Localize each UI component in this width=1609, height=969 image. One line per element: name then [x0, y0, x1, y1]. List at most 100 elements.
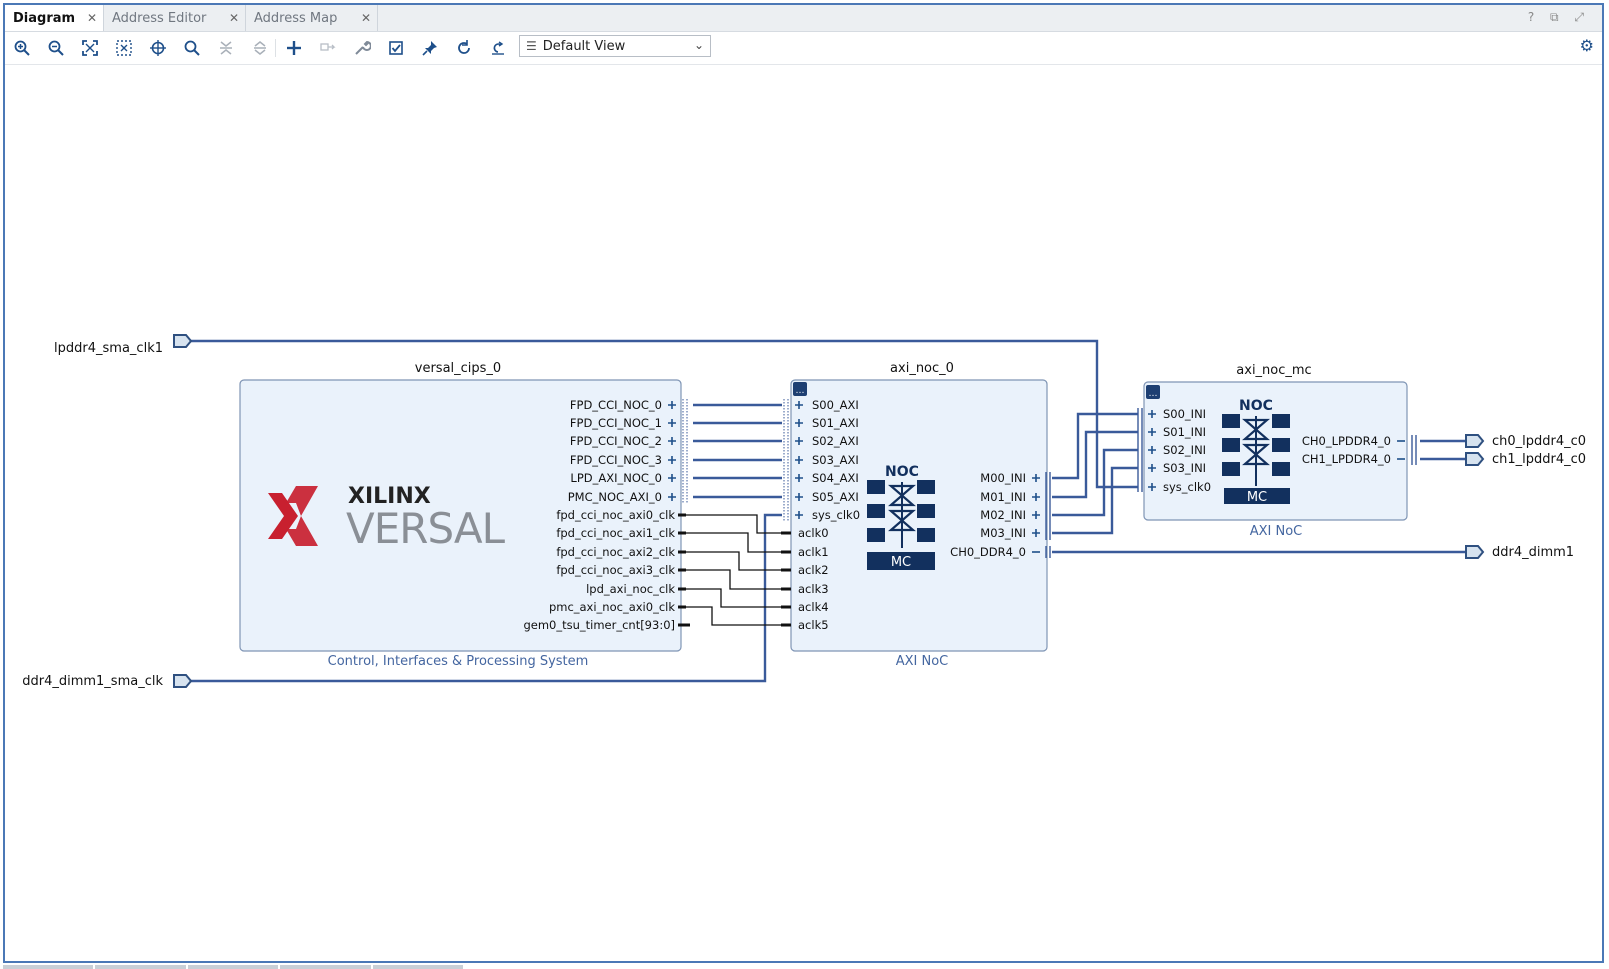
port-aclk3: aclk3: [798, 582, 829, 596]
interface-collapse-icons[interactable]: [1397, 440, 1405, 460]
port-label-lpddr4-sma-clk1: lpddr4_sma_clk1: [54, 341, 163, 356]
port-aclk2: aclk2: [798, 563, 829, 577]
chevron-down-icon: ⌄: [693, 38, 704, 52]
search-icon[interactable]: [181, 37, 203, 59]
xilinx-wordmark: XILINX: [348, 484, 431, 509]
block-axi-noc-mc[interactable]: axi_noc_mc … AXI NoC S00_INI S01_INI S02…: [1137, 363, 1417, 539]
bus-connectors: [1045, 472, 1051, 558]
zoom-selection-icon[interactable]: [113, 37, 135, 59]
tab-divider: [103, 5, 104, 31]
output-port-icon[interactable]: [1465, 545, 1485, 559]
wire-aclk3: [685, 569, 782, 590]
tab-divider: [245, 5, 246, 31]
properties-wrench-icon[interactable]: [351, 37, 373, 59]
tab-diagram-label: Diagram: [13, 10, 76, 26]
zoom-out-icon[interactable]: [45, 37, 67, 59]
wire-m01-ini: [1052, 430, 1138, 499]
bottom-tab[interactable]: [95, 965, 186, 969]
view-select-value: Default View: [542, 38, 626, 54]
interface-expand-icons[interactable]: [1148, 410, 1156, 491]
block-axi-noc-0[interactable]: axi_noc_0 … AXI NoC S00_AXI S01_AXI S02_…: [781, 361, 1051, 669]
port-m01-ini: M01_INI: [980, 490, 1026, 504]
clock-pins: [678, 513, 690, 627]
block-versal-cips[interactable]: versal_cips_0 Control, Interfaces & Proc…: [239, 361, 690, 669]
bottom-tab[interactable]: [3, 965, 94, 969]
noc-label: NOC: [885, 464, 919, 480]
auto-connect-icon[interactable]: [147, 37, 169, 59]
interface-expand-icons[interactable]: [668, 401, 676, 501]
port-ch1-lpddr4-0: CH1_LPDDR4_0: [1302, 452, 1391, 466]
collapse-icon[interactable]: [215, 37, 237, 59]
wire-aclk1: [685, 532, 782, 553]
tab-divider: [377, 5, 378, 31]
block-name: versal_cips_0: [415, 361, 501, 376]
close-icon[interactable]: ✕: [360, 11, 371, 25]
close-icon[interactable]: ✕: [228, 11, 239, 25]
port-aclk4: aclk4: [798, 600, 829, 614]
wire-aclk0: [685, 514, 782, 534]
port-sys-clk0: sys_clk0: [812, 508, 860, 522]
block-customize-icon[interactable]: [1146, 385, 1160, 399]
expand-icon[interactable]: [249, 37, 271, 59]
port-gem0-tsu-timer-cnt: gem0_tsu_timer_cnt[93:0]: [523, 618, 675, 632]
bottom-tab[interactable]: [187, 965, 279, 969]
tab-address-map-label: Address Map: [254, 10, 338, 26]
xilinx-logo: XILINX VERSAL: [268, 484, 507, 553]
port-aclk1: aclk1: [798, 545, 829, 559]
port-fpd-cci-noc-2: FPD_CCI_NOC_2: [570, 434, 662, 448]
tab-diagram[interactable]: Diagram ✕: [5, 5, 103, 31]
list-icon: ☰: [526, 39, 537, 53]
interface-expand-icons[interactable]: [1032, 474, 1040, 553]
block-customize-icon[interactable]: [793, 382, 807, 396]
bottom-tab[interactable]: [280, 965, 371, 969]
port-fpd-cci-noc-0: FPD_CCI_NOC_0: [570, 398, 662, 412]
zoom-fit-icon[interactable]: [79, 37, 101, 59]
view-select[interactable]: ☰ Default View ⌄: [519, 35, 711, 57]
gear-icon[interactable]: ⚙: [1579, 36, 1594, 55]
wire-m00-ini: [1052, 412, 1138, 480]
pin-icon[interactable]: [419, 37, 441, 59]
output-port-icon[interactable]: [1465, 434, 1485, 448]
bus-connectors: [1137, 408, 1143, 492]
mc-label: MC: [1247, 490, 1267, 505]
disabled-connect-icon[interactable]: [317, 37, 339, 59]
port-pmc-noc-axi-0: PMC_NOC_AXI_0: [568, 490, 662, 504]
output-port-icon[interactable]: [1465, 452, 1485, 466]
port-fpd-cci-noc-1: FPD_CCI_NOC_1: [570, 416, 662, 430]
input-port-icon[interactable]: [173, 334, 193, 348]
port-s00-axi: S00_AXI: [812, 398, 859, 412]
port-s03-ini: S03_INI: [1163, 461, 1206, 475]
port-label-ddr4-dimm1: ddr4_dimm1: [1492, 545, 1574, 560]
port-label-ch0-lpddr4-c0: ch0_lpddr4_c0: [1492, 434, 1586, 449]
optimize-routing-icon[interactable]: [487, 37, 509, 59]
bottom-tab[interactable]: [372, 965, 464, 969]
port-s02-axi: S02_AXI: [812, 434, 859, 448]
port-m03-ini: M03_INI: [980, 526, 1026, 540]
tab-bar: Diagram ✕ Address Editor ✕ Address Map ✕…: [5, 5, 1602, 32]
wire-aclk2: [685, 551, 782, 571]
port-s04-axi: S04_AXI: [812, 471, 859, 485]
add-ip-icon[interactable]: [283, 37, 305, 59]
zoom-in-icon[interactable]: [11, 37, 33, 59]
noc-label: NOC: [1239, 398, 1273, 414]
wire-aclk4: [685, 588, 782, 608]
window-controls[interactable]: ? ⧉ ⤢: [1527, 10, 1590, 24]
port-s05-axi: S05_AXI: [812, 490, 859, 504]
ellipsis-icon: …: [796, 386, 805, 396]
bottom-tab-strip: [3, 965, 464, 969]
validate-icon[interactable]: [385, 37, 407, 59]
port-pmc-axi-noc-axi0-clk: pmc_axi_noc_axi0_clk: [549, 600, 675, 614]
tab-address-map[interactable]: Address Map ✕: [246, 5, 377, 31]
port-aclk0: aclk0: [798, 526, 829, 540]
block-subtitle: AXI NoC: [896, 654, 949, 669]
regenerate-layout-icon[interactable]: [453, 37, 475, 59]
port-s03-axi: S03_AXI: [812, 453, 859, 467]
port-fpd-cci-noc-axi2-clk: fpd_cci_noc_axi2_clk: [556, 545, 675, 559]
close-icon[interactable]: ✕: [86, 11, 97, 25]
port-s02-ini: S02_INI: [1163, 443, 1206, 457]
interface-expand-icons[interactable]: [795, 401, 803, 519]
port-lpd-axi-noc-clk: lpd_axi_noc_clk: [586, 582, 675, 596]
input-port-icon[interactable]: [173, 674, 193, 688]
tab-address-editor[interactable]: Address Editor ✕: [104, 5, 245, 31]
